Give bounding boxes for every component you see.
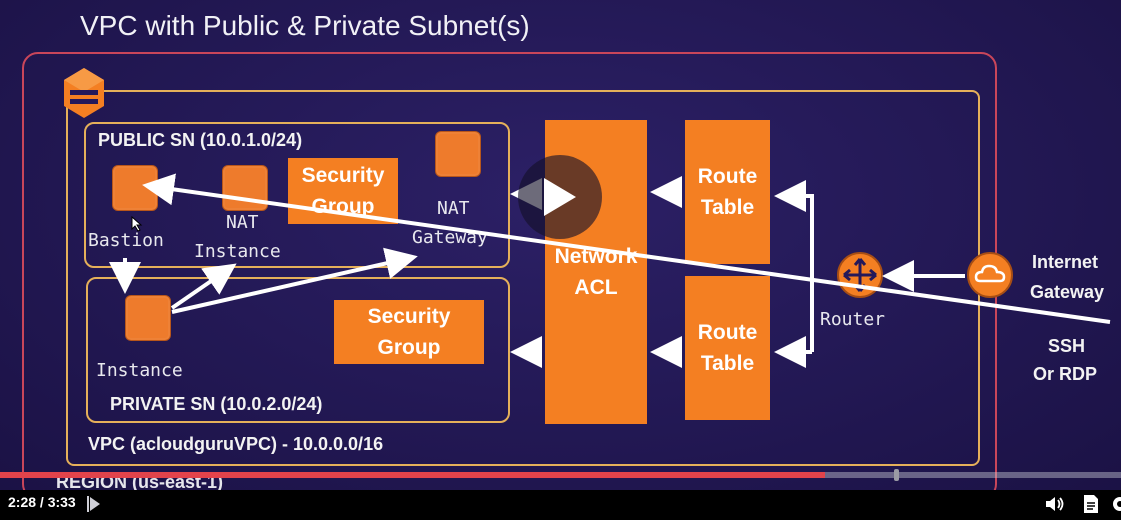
route-table-bottom-line-1: Route <box>697 321 758 344</box>
internet-gateway-label-1: Internet <box>1032 252 1099 272</box>
settings-icon[interactable] <box>1110 494 1121 514</box>
private-subnet-label: PRIVATE SN (10.0.2.0/24) <box>110 394 323 414</box>
route-table-top-line-1: Route <box>697 165 758 188</box>
ssh-path-arrow <box>142 173 1111 324</box>
ssh-label-1: SSH <box>1048 336 1086 356</box>
router-label: Router <box>820 309 886 330</box>
public-subnet-box <box>84 122 510 268</box>
volume-icon[interactable] <box>1044 494 1066 514</box>
router-to-route-table-top-arrow <box>774 180 814 352</box>
public-security-group-line-1: Security <box>301 164 385 187</box>
slide-title: VPC with Public & Private Subnet(s) <box>80 10 530 41</box>
route-table-top-line-2: Table <box>700 196 755 219</box>
player-controls <box>0 490 1121 520</box>
nat-gateway-node[interactable] <box>435 131 481 177</box>
time-display: 2:28 / 3:33 <box>8 494 76 510</box>
scrub-marker <box>894 469 899 481</box>
public-subnet-label: PUBLIC SN (10.0.1.0/24) <box>98 130 303 150</box>
nat-gateway-label-1: NAT <box>437 198 470 219</box>
connection-arrows <box>109 173 1111 368</box>
aws-logo-icon <box>64 68 104 118</box>
nat-instance-label-1: NAT <box>226 212 259 233</box>
ssh-label-2: Or RDP <box>1033 364 1098 384</box>
instance-to-nat-instance-arrow <box>170 263 237 310</box>
internet-gateway-label-2: Gateway <box>1030 282 1105 302</box>
transcript-icon[interactable] <box>1082 494 1100 514</box>
progress-fill[interactable] <box>0 472 825 478</box>
bastion-label: Bastion <box>88 230 164 251</box>
private-instance-label: Instance <box>96 360 183 381</box>
rewind-icon[interactable] <box>84 494 104 514</box>
private-security-group-line-1: Security <box>367 305 451 328</box>
mouse-cursor-icon <box>131 216 143 232</box>
vpc-label: VPC (acloudguruVPC) - 10.0.0.0/16 <box>88 434 384 454</box>
private-instance-node[interactable] <box>125 295 171 341</box>
route-table-bottom-line-2: Table <box>700 352 755 375</box>
instance-to-nat-gateway-arrow <box>171 247 418 314</box>
play-icon[interactable] <box>544 178 576 216</box>
nat-instance-label-2: Instance <box>194 241 281 262</box>
network-acl-line-2: ACL <box>574 276 618 299</box>
private-security-group-line-2: Group <box>377 336 441 359</box>
internet-gateway-icon[interactable] <box>966 251 1014 299</box>
private-subnet-box <box>86 277 510 423</box>
